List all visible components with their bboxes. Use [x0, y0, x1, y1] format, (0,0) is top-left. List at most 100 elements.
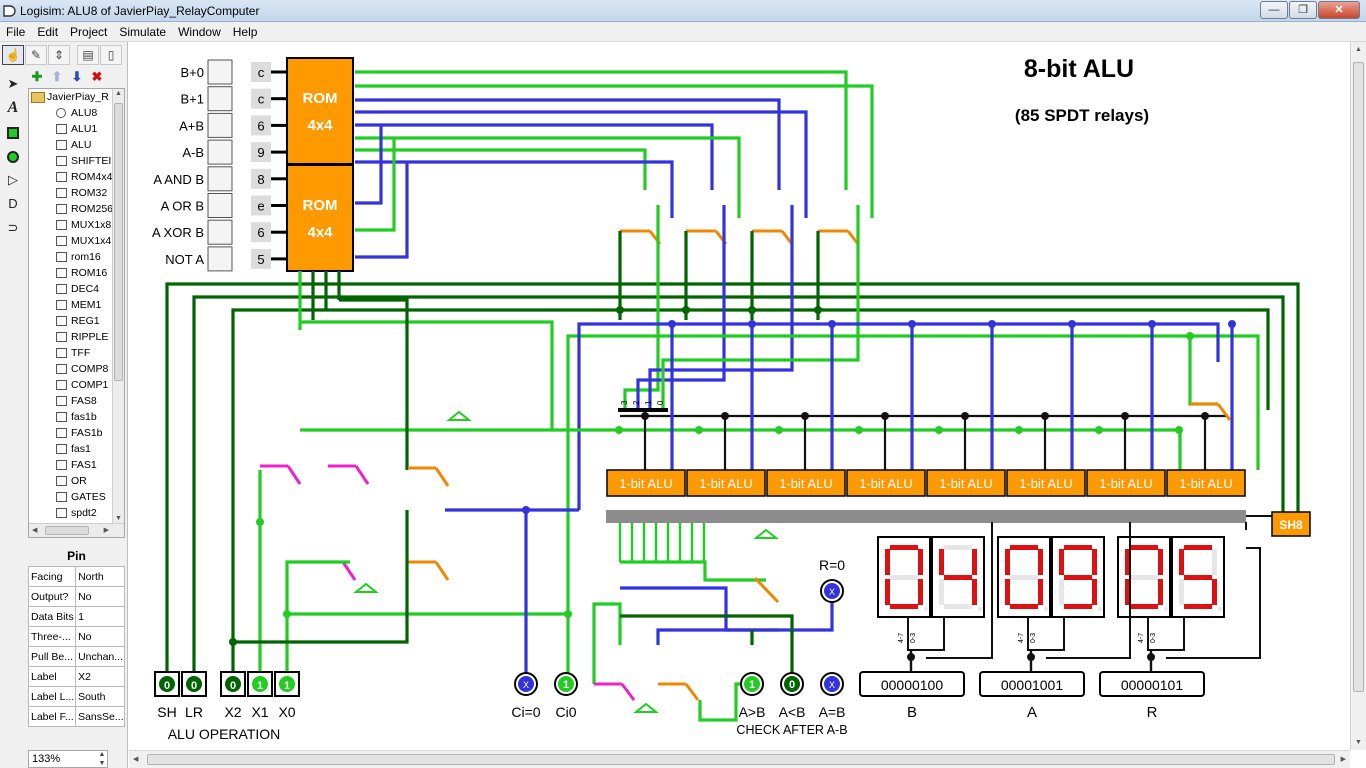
alu-cell[interactable]: 1-bit ALU: [1006, 469, 1086, 497]
opcode-button[interactable]: [207, 246, 233, 272]
delete-circuit-icon[interactable]: ✖: [91, 69, 103, 84]
add-circuit-icon[interactable]: ✚: [31, 69, 43, 84]
tree-item-fas1[interactable]: FAS1: [29, 457, 113, 473]
alu-cell-body[interactable]: [926, 469, 1006, 497]
move-up-icon[interactable]: ⬆: [51, 69, 63, 84]
rom-body[interactable]: [286, 164, 354, 272]
tree-item-alu[interactable]: ALU: [29, 137, 113, 153]
tree-horizontal-scrollbar[interactable]: ◀ ▶: [29, 523, 124, 537]
tree-item-fas1[interactable]: fas1: [29, 441, 113, 457]
tree-item-fas1b[interactable]: fas1b: [29, 409, 113, 425]
tree-item-fas1b[interactable]: FAS1b: [29, 425, 113, 441]
tree-item-comp1[interactable]: COMP1: [29, 377, 113, 393]
scroll-left-icon[interactable]: ◀: [133, 756, 139, 763]
rom-body[interactable]: [286, 57, 354, 165]
menu-file[interactable]: File: [6, 25, 26, 39]
alu-cell-body[interactable]: [1086, 469, 1166, 497]
alu-cell-body[interactable]: [1166, 469, 1246, 497]
not-gate-icon[interactable]: ▷: [8, 172, 18, 187]
text-tool-icon[interactable]: A: [7, 99, 19, 116]
tree-item-mux1x4[interactable]: MUX1x4: [29, 233, 113, 249]
and-gate-icon[interactable]: D: [8, 196, 18, 211]
tree-item-rom32[interactable]: ROM32: [29, 185, 113, 201]
tree-vertical-scrollbar[interactable]: ▲ ▼: [112, 89, 124, 523]
attribute-value[interactable]: No: [75, 626, 125, 647]
scroll-up-icon[interactable]: ▲: [115, 90, 122, 97]
opcode-button[interactable]: [207, 166, 233, 192]
canvas-horizontal-scrollbar[interactable]: ◀ ▶: [129, 750, 1350, 768]
appearance-view-icon[interactable]: ▯: [100, 45, 122, 65]
scroll-left-icon[interactable]: ◀: [32, 527, 38, 534]
register-probe[interactable]: [859, 671, 965, 697]
rom-bottom[interactable]: ROM4x4: [286, 164, 354, 272]
menu-simulate[interactable]: Simulate: [119, 25, 167, 39]
opcode-button[interactable]: [207, 112, 233, 138]
tree-item-rom4x4[interactable]: ROM4x4: [29, 169, 113, 185]
arrow-icon[interactable]: ➤: [7, 76, 19, 91]
attribute-value[interactable]: North: [75, 566, 125, 587]
edit-tool-icon[interactable]: ✎: [25, 45, 47, 65]
tree-item-shiftei[interactable]: SHIFTEI: [29, 153, 113, 169]
zoom-spinner-icon[interactable]: ▲▼: [98, 751, 106, 767]
alu-cell[interactable]: 1-bit ALU: [1086, 469, 1166, 497]
alu-cell[interactable]: 1-bit ALU: [606, 469, 686, 497]
attribute-value[interactable]: SansSe...: [75, 706, 125, 727]
attribute-value[interactable]: Unchan...: [75, 646, 125, 667]
tree-item-or[interactable]: OR: [29, 473, 113, 489]
alu-cell[interactable]: 1-bit ALU: [686, 469, 766, 497]
tree-item-mem1[interactable]: MEM1: [29, 297, 113, 313]
attribute-value[interactable]: 1: [75, 606, 125, 627]
register-probe[interactable]: [1099, 671, 1205, 697]
register-probe[interactable]: [979, 671, 1085, 697]
poke-tool-icon[interactable]: ☝: [2, 45, 24, 65]
close-button[interactable]: ✕: [1318, 1, 1360, 19]
tree-item-rom16[interactable]: rom16: [29, 249, 113, 265]
opcode-button[interactable]: [207, 193, 233, 218]
opcode-button[interactable]: [207, 86, 233, 112]
alu-cell[interactable]: 1-bit ALU: [926, 469, 1006, 497]
attribute-value[interactable]: X2: [75, 666, 125, 687]
maximize-button[interactable]: ❐: [1289, 1, 1317, 19]
opcode-button[interactable]: [207, 219, 233, 245]
attribute-value[interactable]: No: [75, 586, 125, 607]
rom-top[interactable]: ROM4x4: [286, 57, 354, 165]
tree-item-rom256[interactable]: ROM256: [29, 201, 113, 217]
attribute-row[interactable]: Label L...South: [27, 686, 125, 707]
layout-view-icon[interactable]: ▤: [77, 45, 99, 65]
minimize-button[interactable]: —: [1260, 1, 1288, 19]
tree-item-gates[interactable]: GATES: [29, 489, 113, 505]
alu-cell-body[interactable]: [846, 469, 926, 497]
canvas-vertical-scrollbar[interactable]: ▲ ▼: [1350, 42, 1366, 750]
or-gate-icon[interactable]: ⊃: [7, 220, 19, 235]
attribute-row[interactable]: Pull Be...Unchan...: [27, 646, 125, 667]
scroll-right-icon[interactable]: ▶: [1340, 756, 1346, 763]
menu-edit[interactable]: Edit: [37, 25, 59, 39]
alu-cell[interactable]: 1-bit ALU: [766, 469, 846, 497]
menu-project[interactable]: Project: [70, 25, 108, 39]
alu-cell[interactable]: 1-bit ALU: [1166, 469, 1246, 497]
tree-item-dec4[interactable]: DEC4: [29, 281, 113, 297]
alu-cell[interactable]: 1-bit ALU: [846, 469, 926, 497]
scroll-down-icon[interactable]: ▼: [1355, 739, 1362, 746]
menu-help[interactable]: Help: [232, 25, 258, 39]
tree-root[interactable]: JavierPiay_R: [29, 89, 113, 105]
tree-item-ripple[interactable]: RIPPLE: [29, 329, 113, 345]
tree-item-fas8[interactable]: FAS8: [29, 393, 113, 409]
opcode-button[interactable]: [207, 59, 233, 85]
tree-item-rom16[interactable]: ROM16: [29, 265, 113, 281]
attribute-row[interactable]: Output?No: [27, 586, 125, 607]
scroll-down-icon[interactable]: ▼: [115, 515, 122, 522]
tree-item-spdt2[interactable]: spdt2: [29, 505, 113, 521]
input-pin-icon[interactable]: [2, 120, 24, 144]
tree-item-comp8[interactable]: COMP8: [29, 361, 113, 377]
alu-cell-body[interactable]: [1006, 469, 1086, 497]
sh8-block[interactable]: [1271, 511, 1311, 537]
tree-item-tff[interactable]: TFF: [29, 345, 113, 361]
scroll-right-icon[interactable]: ▶: [103, 527, 109, 534]
output-pin-icon[interactable]: [2, 144, 24, 168]
tree-item-alu1[interactable]: ALU1: [29, 121, 113, 137]
alu-cell-body[interactable]: [686, 469, 766, 497]
attribute-row[interactable]: Three-...No: [27, 626, 125, 647]
